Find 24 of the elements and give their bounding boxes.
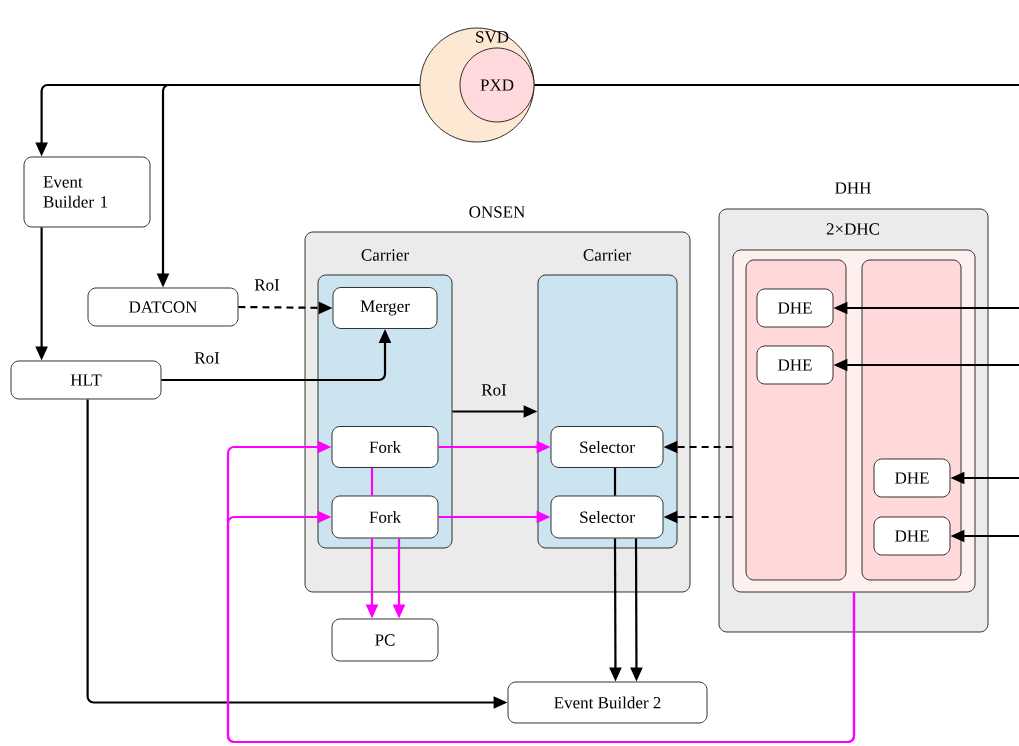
process-box: HLT [10,360,162,400]
process-box: Fork [331,426,439,468]
edge-label: RoI [254,279,280,291]
process-box: DHE [756,288,834,328]
process-box: DHE [873,458,951,498]
edge-label: RoI [194,352,220,364]
process-box: Event Builder 1 [23,156,151,228]
box-heading: ONSEN [469,206,525,218]
edge-label: RoI [481,384,507,396]
process-box: DATCON [87,287,239,327]
process-box: PC [331,618,439,662]
process-box: Selector [550,426,664,468]
process-box: DHE [756,345,834,385]
box-heading: SVD [476,31,509,43]
box-heading: 2×DHC [826,223,880,235]
process-box: Selector [550,495,664,539]
process-box: Merger [332,287,438,329]
box-heading: DHH [835,182,871,194]
box-heading: Carrier [583,249,631,261]
process-box: Fork [331,495,439,539]
box-heading: Carrier [361,249,409,261]
process-box: DHE [873,516,951,556]
arrow [226,510,856,744]
process-box: Event Builder 2 [507,681,708,724]
